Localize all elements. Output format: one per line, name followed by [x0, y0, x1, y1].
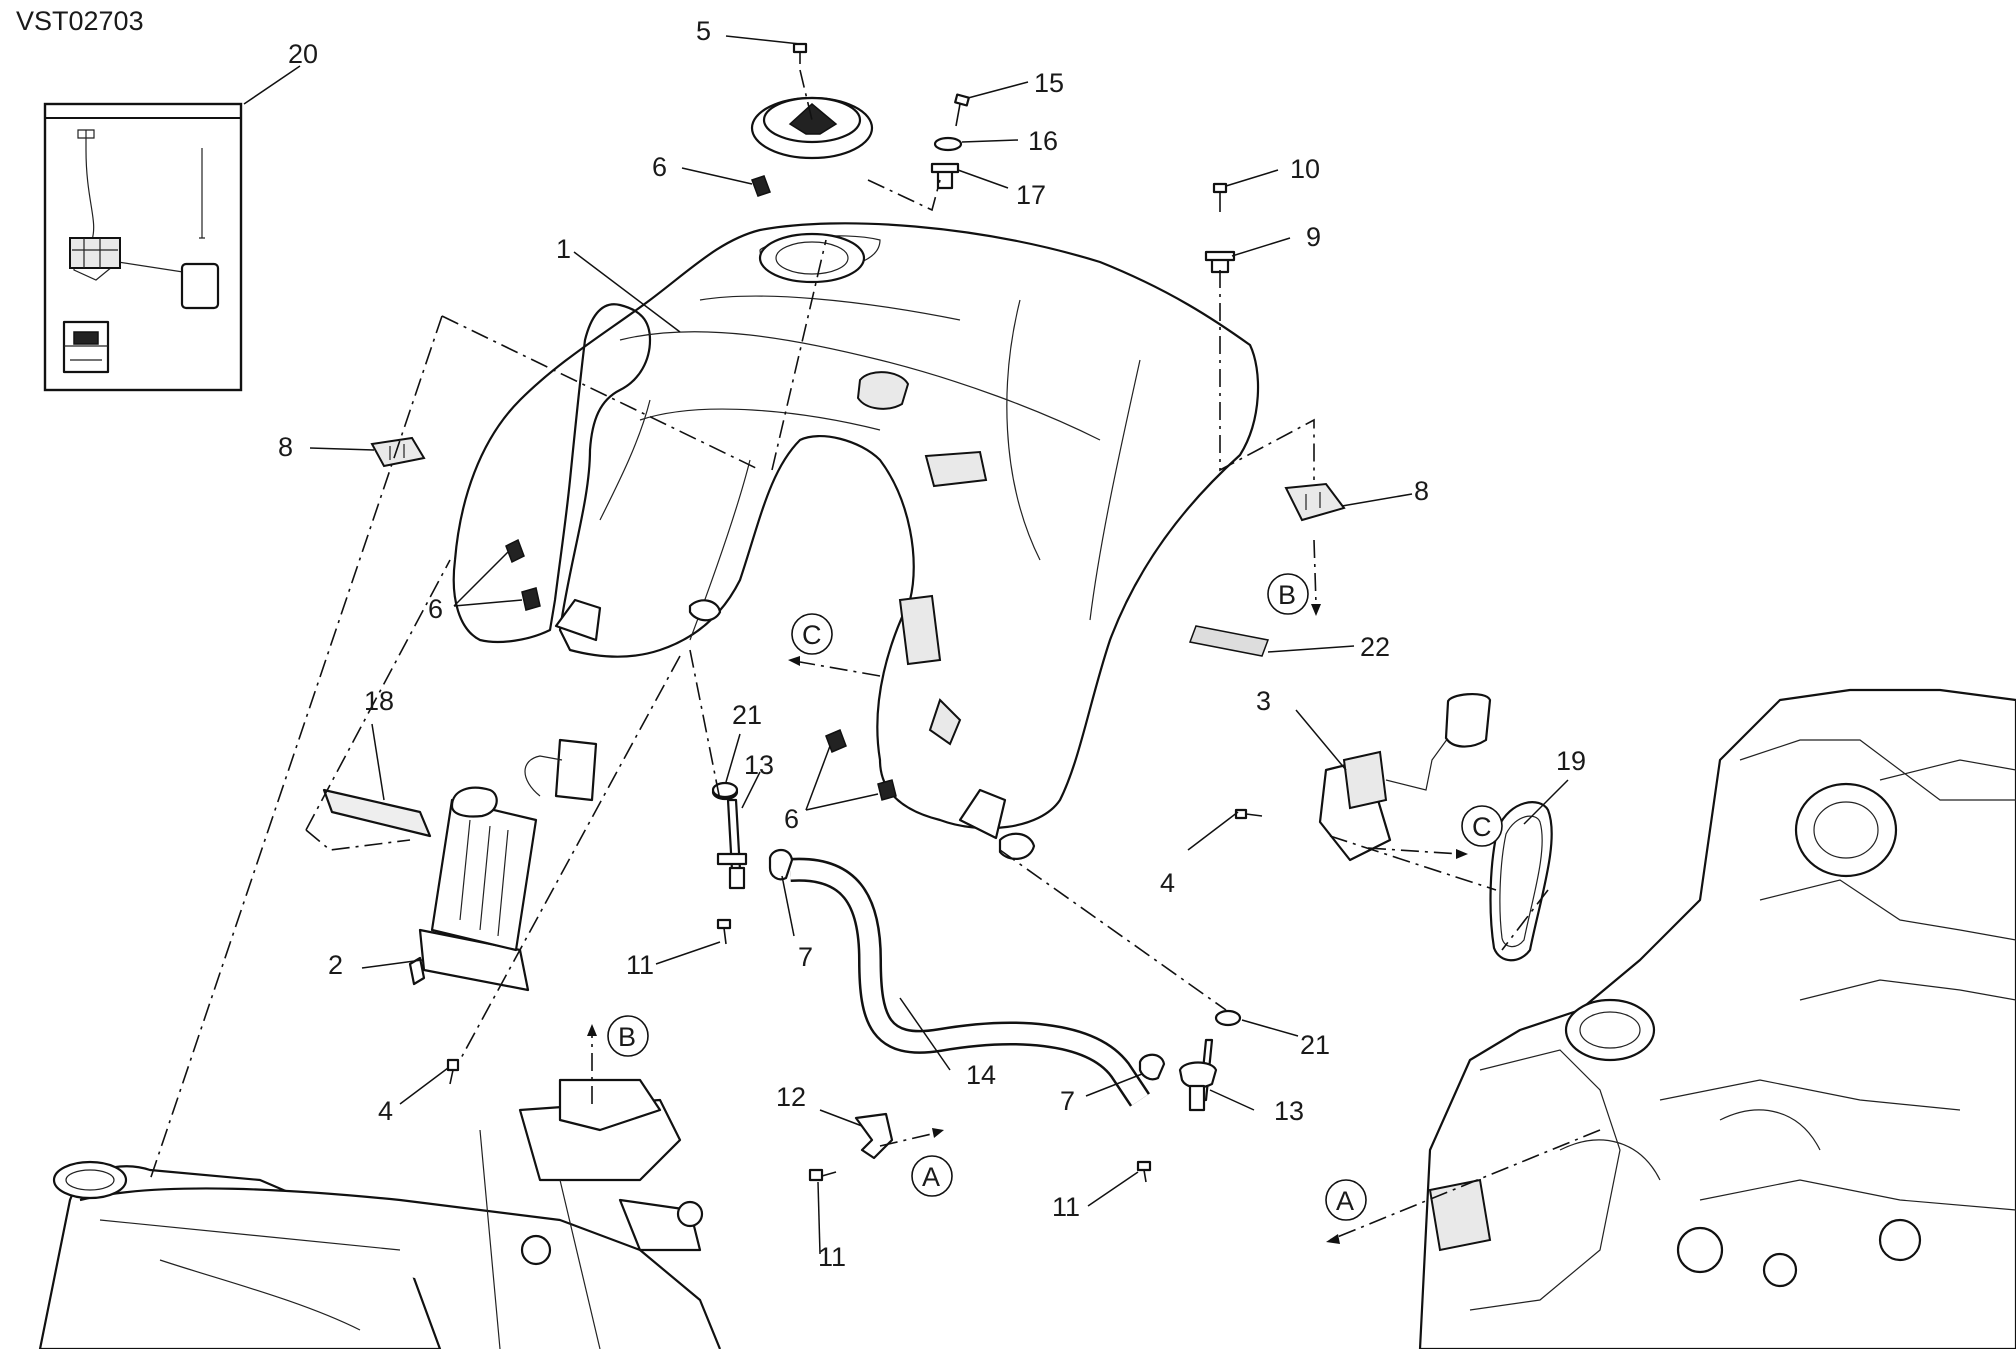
- bushing-9: [1204, 250, 1236, 274]
- screw-15: [954, 93, 970, 127]
- callout-14: 14: [966, 1060, 996, 1090]
- callout-17: 17: [1016, 180, 1046, 210]
- callout-16: 16: [1028, 126, 1058, 156]
- pad-22: [1188, 625, 1270, 657]
- frame: [38, 1078, 722, 1349]
- hose-14: [789, 857, 1150, 1107]
- drawing-code: VST02703: [16, 6, 144, 36]
- callout-22: 22: [1360, 632, 1390, 662]
- screw-10: [1212, 182, 1228, 212]
- fuel-tank: [452, 222, 1260, 860]
- callout-1: 1: [556, 234, 571, 264]
- ref-A-bottom: A: [922, 1162, 940, 1192]
- callout-21-left: 21: [732, 700, 762, 730]
- gasket-19: [1489, 801, 1553, 962]
- callout-8-left: 8: [278, 432, 293, 462]
- clip-nut-8-right: [1284, 482, 1346, 522]
- assembly-lines: [149, 69, 1601, 1244]
- screw-5: [792, 42, 808, 64]
- callout-11-left: 11: [626, 950, 654, 980]
- callout-21-right: 21: [1300, 1030, 1330, 1060]
- fuel-pump-kit-box: [43, 102, 243, 392]
- ref-A-engine: A: [1336, 1186, 1354, 1216]
- gasket-18: [322, 788, 432, 838]
- callout-19: 19: [1556, 746, 1586, 776]
- callout-9: 9: [1306, 222, 1321, 252]
- rubber-pad-6-lower: [825, 729, 897, 801]
- engine: [1418, 688, 2016, 1349]
- clamp-7-right: [1138, 1053, 1166, 1081]
- callout-7-left: 7: [798, 942, 813, 972]
- callout-10: 10: [1290, 154, 1320, 184]
- washer-16: [933, 136, 963, 152]
- rubber-pad-6-top: [751, 175, 771, 197]
- callout-6-lower: 6: [784, 804, 799, 834]
- reference-markers: A A B B C C: [607, 573, 1503, 1221]
- ref-C-tank: C: [802, 620, 822, 650]
- bushing-17: [930, 162, 960, 190]
- ref-C-sender: C: [1472, 812, 1492, 842]
- leader-lines: [243, 35, 1569, 1255]
- callout-13-left: 13: [744, 750, 774, 780]
- callout-4-left: 4: [378, 1096, 393, 1126]
- rubber-pad-6-left: [505, 538, 541, 611]
- callout-labels: 20 1 2 3 4 4 5 6 6 6 7 7 8 8 9 10 11 11 …: [278, 16, 1586, 1272]
- callout-11-right: 11: [1052, 1192, 1080, 1222]
- callout-6-top: 6: [652, 152, 667, 182]
- callout-7-right: 7: [1060, 1086, 1075, 1116]
- clip-nut-8-left: [370, 436, 426, 468]
- callout-6-left: 6: [428, 594, 443, 624]
- callout-3: 3: [1256, 686, 1271, 716]
- fitting-13-right: [1178, 1038, 1218, 1112]
- callout-12: 12: [776, 1082, 806, 1112]
- fuel-pump-2: [408, 738, 598, 992]
- ref-B-frame: B: [618, 1022, 636, 1052]
- fitting-13-left: [711, 783, 748, 890]
- screw-11-left: [716, 918, 732, 945]
- screw-4-left: [446, 1058, 460, 1085]
- oring-21-right: [1214, 1009, 1242, 1027]
- callout-18: 18: [364, 686, 394, 716]
- callout-15: 15: [1034, 68, 1064, 98]
- callout-5: 5: [696, 16, 711, 46]
- bracket-12: [854, 1112, 894, 1160]
- callout-20: 20: [288, 39, 318, 69]
- callout-13-right: 13: [1274, 1096, 1304, 1126]
- callout-11-bottom: 11: [818, 1242, 846, 1272]
- callout-8-right: 8: [1414, 476, 1429, 506]
- callout-4-right: 4: [1160, 868, 1175, 898]
- screw-4-right: [1234, 808, 1263, 820]
- fuel-cap: [750, 96, 874, 160]
- ref-B-top: B: [1278, 580, 1296, 610]
- screw-11-bottom: [808, 1168, 837, 1182]
- screw-11-right: [1136, 1160, 1152, 1183]
- callout-2: 2: [328, 950, 343, 980]
- level-sender-3: [1318, 693, 1492, 862]
- clamp-7-left: [768, 848, 794, 881]
